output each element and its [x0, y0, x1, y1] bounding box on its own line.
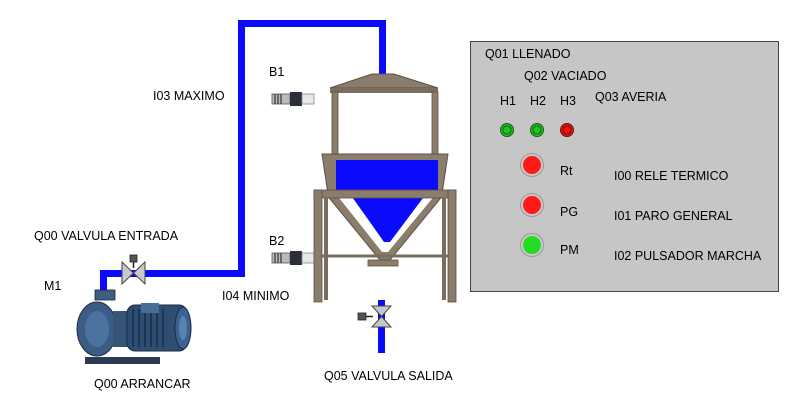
lamp-h2-green [530, 123, 544, 137]
pipe-top-horizontal [238, 20, 386, 27]
label-rt: Rt [560, 164, 573, 178]
label-i03-maximo: I03 MAXIMO [153, 89, 225, 103]
pipe-main-vertical [238, 20, 245, 277]
centrifugal-pump-icon[interactable] [75, 287, 195, 367]
label-q02-vaciado: Q02 VACIADO [524, 69, 607, 83]
lamp-h1-green [500, 123, 514, 137]
outlet-valve-icon[interactable] [357, 300, 394, 330]
sensor-b1-icon [271, 92, 315, 106]
label-i01-paro-general: I01 PARO GENERAL [614, 209, 733, 223]
label-pm: PM [560, 243, 579, 257]
control-panel: Q01 LLENADO Q02 VACIADO Q03 AVERIA H1 H2… [470, 41, 779, 292]
label-i02-pulsador-marcha: I02 PULSADOR MARCHA [614, 249, 762, 263]
label-pg: PG [560, 205, 579, 219]
hopper-tank-icon [313, 73, 457, 303]
button-pm[interactable] [521, 234, 543, 256]
label-q05-valvula-salida: Q05 VALVULA SALIDA [324, 369, 453, 383]
label-q00-arrancar: Q00 ARRANCAR [94, 377, 191, 391]
label-b1: B1 [269, 65, 285, 79]
label-h2: H2 [530, 94, 546, 108]
button-rt[interactable] [521, 154, 543, 176]
pipe-pump-horizontal [100, 270, 245, 277]
label-i00-rele-termico: I00 RELE TERMICO [614, 169, 729, 183]
label-h3: H3 [560, 94, 576, 108]
label-q03-averia: Q03 AVERIA [595, 90, 667, 104]
inlet-valve-icon[interactable] [120, 254, 150, 286]
label-h1: H1 [500, 94, 516, 108]
label-q01-llenado: Q01 LLENADO [485, 47, 571, 61]
pipe-pump-riser [100, 270, 107, 292]
lamp-h3-red [560, 123, 574, 137]
label-q00-valve-entrada: Q00 VALVULA ENTRADA [34, 229, 179, 243]
label-i04-minimo: I04 MINIMO [222, 289, 290, 303]
button-pg[interactable] [521, 194, 543, 216]
label-m1: M1 [44, 279, 62, 293]
label-b2: B2 [269, 234, 285, 248]
pipe-tank-inlet [379, 20, 386, 85]
